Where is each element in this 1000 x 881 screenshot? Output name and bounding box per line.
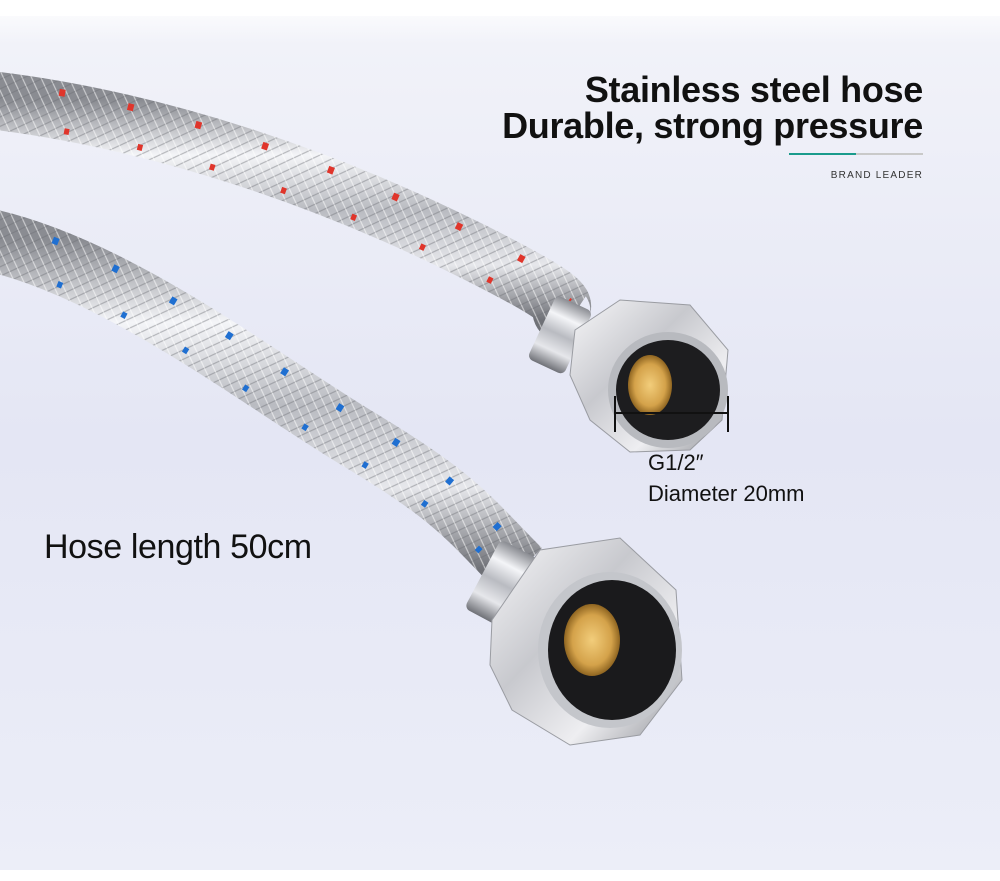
fitting-spec: G1/2″ Diameter 20mm	[648, 447, 804, 509]
brand-label: BRAND LEADER	[830, 170, 923, 181]
diameter-indicator	[614, 396, 729, 432]
headline-line-2: Durable, strong pressure	[502, 105, 923, 146]
headline: Stainless steel hose Durable, strong pre…	[502, 72, 923, 144]
accent-divider	[789, 153, 923, 155]
diameter-label: Diameter 20mm	[648, 481, 805, 506]
headline-line-1: Stainless steel hose	[584, 69, 923, 110]
thread-size-label: G1/2″	[648, 450, 704, 475]
hose-length-label: Hose length 50cm	[44, 528, 312, 566]
